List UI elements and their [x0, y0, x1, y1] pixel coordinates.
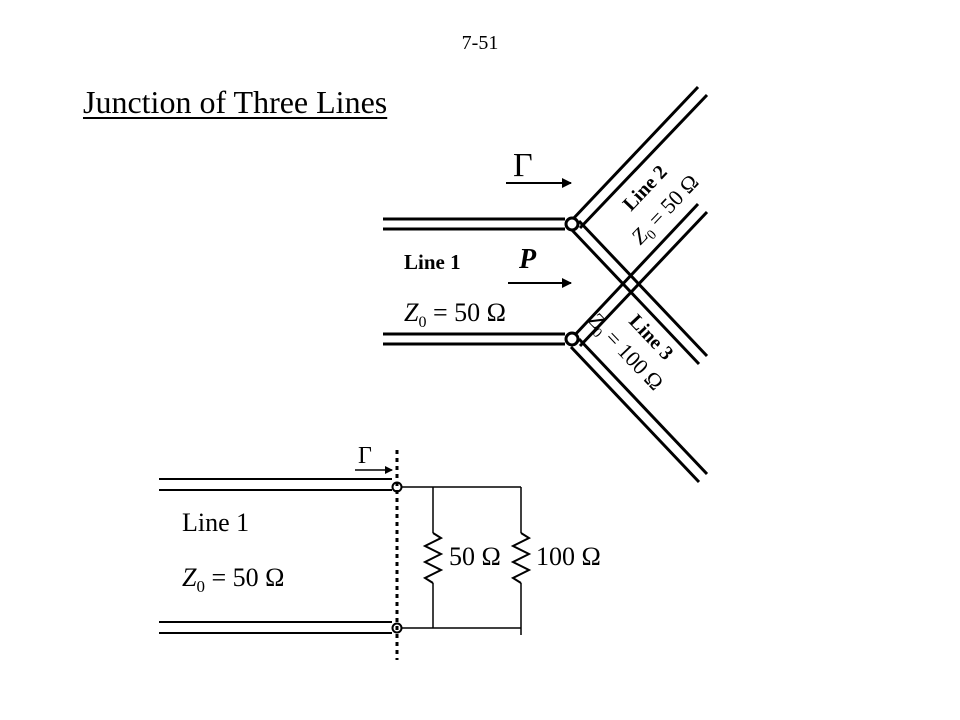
line3-conductors: [569, 219, 709, 484]
resistor-100-ohm-label: 100 Ω: [536, 542, 601, 571]
bottom-line1-upper-conductor: [159, 478, 392, 491]
line1-lower-conductor: [383, 332, 565, 346]
junction-node-upper: [564, 216, 580, 232]
line1-upper-conductor: [383, 217, 565, 231]
line1-name-label: Line 1: [404, 250, 461, 274]
page-number: 7-51: [461, 32, 499, 54]
bottom-equivalent-circuit: Γ 50 Ω 100 Ω Line 1 Z0 = 50 Ω: [159, 443, 601, 660]
line1-impedance-label: Z0 = 50 Ω: [404, 298, 506, 331]
top-junction-diagram: Γ P Line 1 Z0 = 50 Ω Line 2 Z0 = 50 Ω Li…: [383, 85, 709, 484]
line3-labels: Line 3 Z0 = 100 Ω: [583, 307, 677, 395]
bottom-line1-impedance-label: Z0 = 50 Ω: [182, 563, 284, 596]
power-label: P: [518, 244, 537, 275]
bottom-line1-lower-conductor: [159, 621, 392, 634]
bottom-gamma-label: Γ: [358, 443, 372, 469]
resistor-50-ohm-label: 50 Ω: [449, 542, 501, 571]
load-wires: [401, 486, 522, 635]
slide-title: Junction of Three Lines: [83, 84, 388, 120]
resistor-100-ohm-symbol: [510, 532, 532, 584]
bottom-line1-name-label: Line 1: [182, 508, 249, 537]
junction-node-lower: [564, 331, 580, 347]
resistor-50-ohm-symbol: [422, 532, 444, 584]
gamma-label: Γ: [513, 147, 533, 184]
line2-conductors: [570, 85, 709, 348]
